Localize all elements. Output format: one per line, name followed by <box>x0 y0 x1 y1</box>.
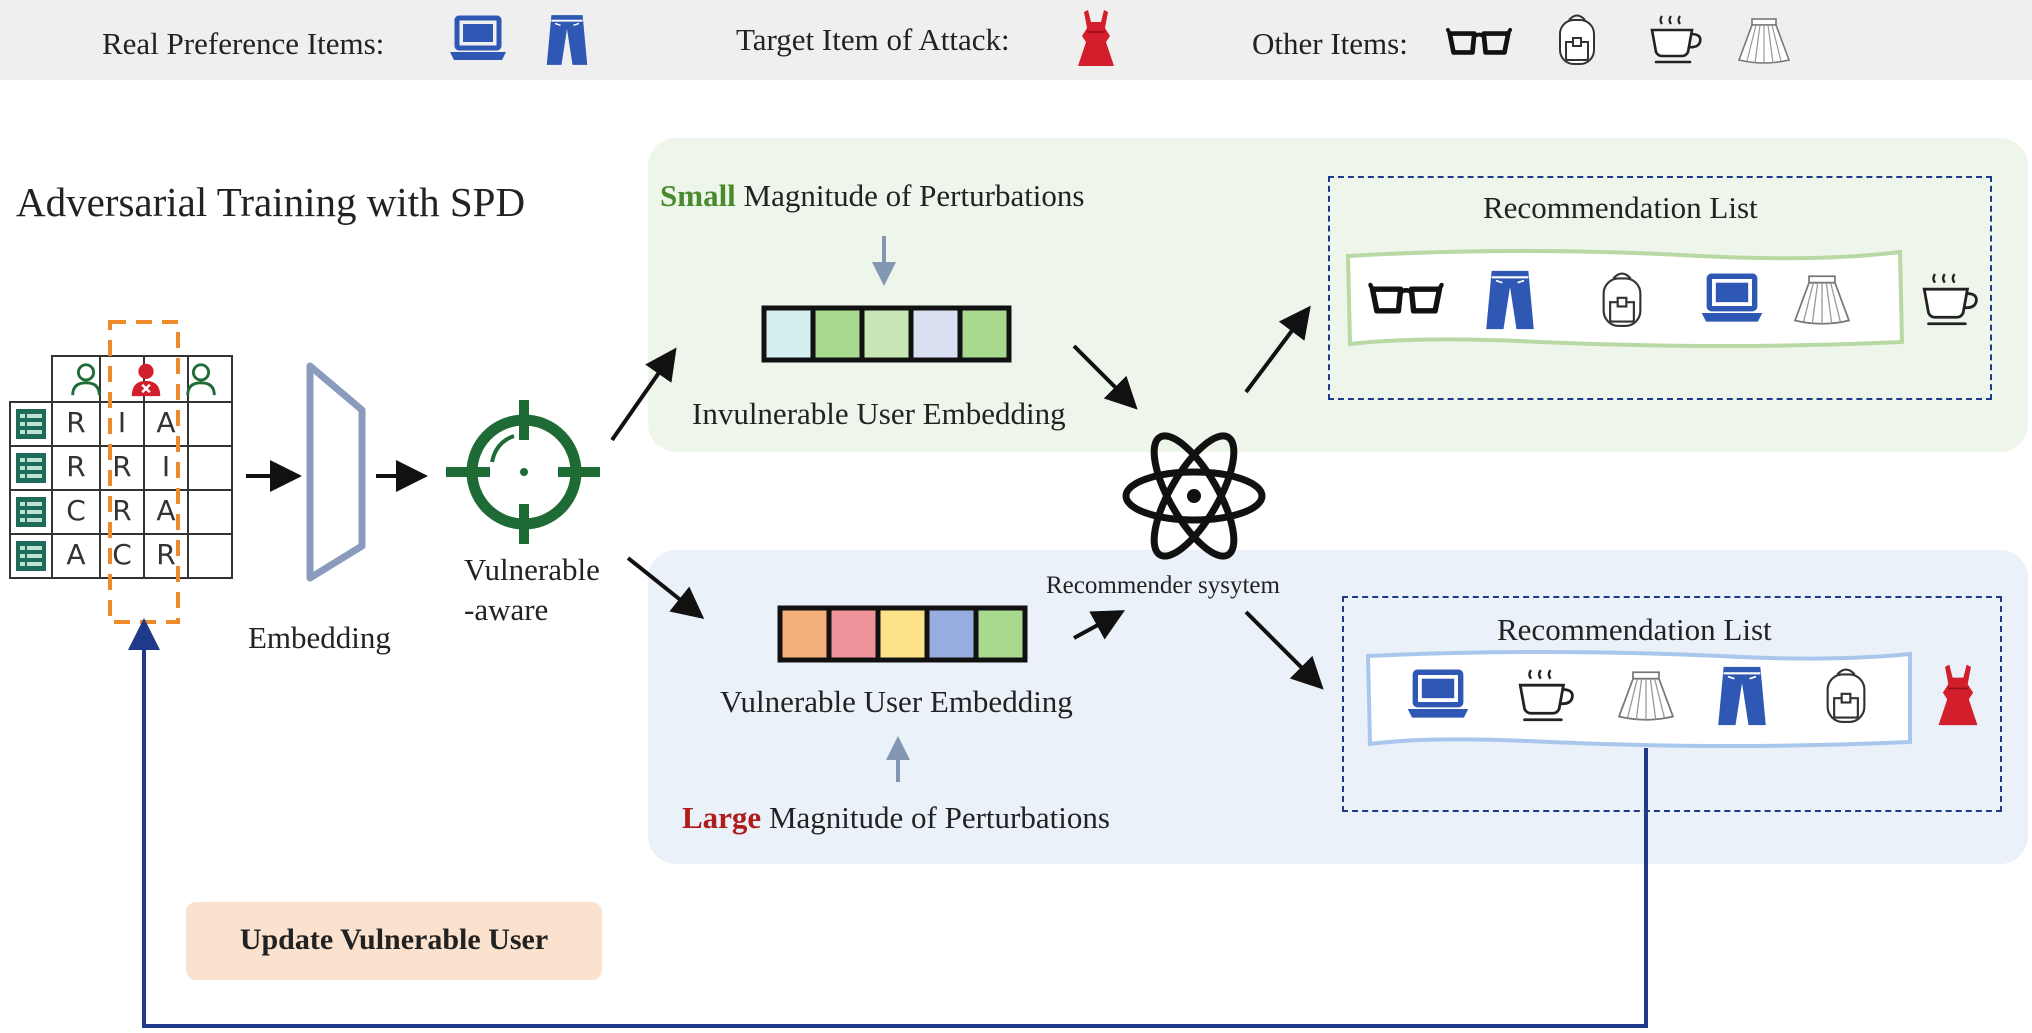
small-perturbation-label: Small Magnitude of Perturbations <box>660 178 1085 214</box>
item-list-icon <box>16 453 46 483</box>
matrix-cell: A <box>156 406 176 439</box>
embedding-cell <box>859 305 914 363</box>
recommendation-list-box-bottom: Recommendation List <box>1342 596 2002 812</box>
legend-cup-icon <box>1650 14 1702 64</box>
embedding-cell <box>957 305 1012 363</box>
magnitude-text: Magnitude of Perturbations <box>735 178 1085 213</box>
matrix-grid <box>9 355 233 579</box>
recommender-atom-icon <box>1122 432 1266 560</box>
recommended-dress-icon <box>1937 663 1979 726</box>
recommended-backpack-icon <box>1826 668 1866 723</box>
update-vulnerable-user-label: Update Vulnerable User <box>239 923 549 956</box>
embedding-cell <box>908 305 963 363</box>
matrix-cell: R <box>66 406 86 439</box>
recommended-cup-icon <box>1922 272 1978 326</box>
embedding-trapezoid <box>306 362 366 582</box>
vulnerable-label-line1: Vulnerable <box>464 552 600 587</box>
legend-glasses-icon <box>1448 30 1510 53</box>
arrow-to-vulnerable <box>626 556 705 619</box>
legend-target-label: Target Item of Attack: <box>736 22 1010 57</box>
recommendation-list-title: Recommendation List <box>1497 612 1772 647</box>
user-icon <box>186 363 216 397</box>
embedding-cell <box>761 305 816 363</box>
embedding-cell <box>810 305 865 363</box>
arrow-to-top-list <box>1244 305 1311 394</box>
embedding-label: Embedding <box>248 620 391 655</box>
large-word: Large <box>682 800 762 835</box>
recommendation-list-title: Recommendation List <box>1483 190 1758 225</box>
small-word: Small <box>660 178 736 213</box>
matrix-cell: A <box>156 494 176 527</box>
magnitude-text: Magnitude of Perturbations <box>761 800 1110 835</box>
diagram-title: Adversarial Training with SPD <box>16 179 526 225</box>
recommended-laptop-icon <box>1702 276 1762 321</box>
embedding-cell <box>826 605 881 663</box>
legend-real-label: Real Preference Items: <box>102 26 385 61</box>
recommended-laptop-icon <box>1408 672 1468 717</box>
item-list-icon <box>16 409 46 439</box>
legend-skirt-icon <box>1738 18 1790 65</box>
matrix-cell: C <box>66 494 86 527</box>
recommendation-list-box-top: Recommendation List <box>1328 176 1992 400</box>
arrow-to-invulnerable <box>610 347 677 442</box>
large-perturbation-label: Large Magnitude of Perturbations <box>682 800 1110 836</box>
matrix-cell: R <box>156 538 176 571</box>
invulnerable-embedding-label: Invulnerable User Embedding <box>692 396 1066 431</box>
vulnerable-embedding-vector <box>777 605 1028 663</box>
matrix-cell: R <box>66 450 86 483</box>
legend-backpack-icon <box>1559 14 1595 65</box>
matrix-cell: R <box>112 450 132 483</box>
legend-laptop-icon <box>450 18 506 60</box>
embedding-cell <box>973 605 1028 663</box>
vulnerable-embedding-label: Vulnerable User Embedding <box>720 684 1073 719</box>
embedding-cell <box>924 605 979 663</box>
item-list-icon <box>16 541 46 571</box>
matrix-cell: I <box>117 406 127 439</box>
recommender-system-label: Recommender sysytem <box>1046 572 1280 599</box>
arrow-to-bottom-list <box>1244 610 1324 690</box>
user-icon <box>71 363 101 397</box>
matrix-cell: R <box>112 494 132 527</box>
embedding-cell <box>875 605 930 663</box>
legend-jeans-icon <box>545 14 589 66</box>
item-list-icon <box>16 497 46 527</box>
matrix-cell: C <box>112 538 132 571</box>
legend-other-label: Other Items: <box>1252 26 1408 61</box>
matrix-cell: I <box>161 450 171 483</box>
legend-dress-icon <box>1077 9 1115 67</box>
attacked-user-icon <box>130 362 162 398</box>
arrow-top-to-recommender <box>1072 344 1138 410</box>
feedback-arrow <box>128 618 1648 1028</box>
invulnerable-embedding-vector <box>761 305 1012 363</box>
legend-bar <box>0 0 2032 80</box>
matrix-cell: A <box>66 538 86 571</box>
vulnerable-label-line2: -aware <box>464 592 549 627</box>
embedding-cell <box>777 605 832 663</box>
recommended-backpack-icon <box>1602 272 1642 328</box>
update-vulnerable-user-box: Update Vulnerable User <box>186 902 602 980</box>
vulnerable-aware-crosshair-icon <box>446 400 600 544</box>
arrow-bottom-to-recommender <box>1073 610 1126 640</box>
